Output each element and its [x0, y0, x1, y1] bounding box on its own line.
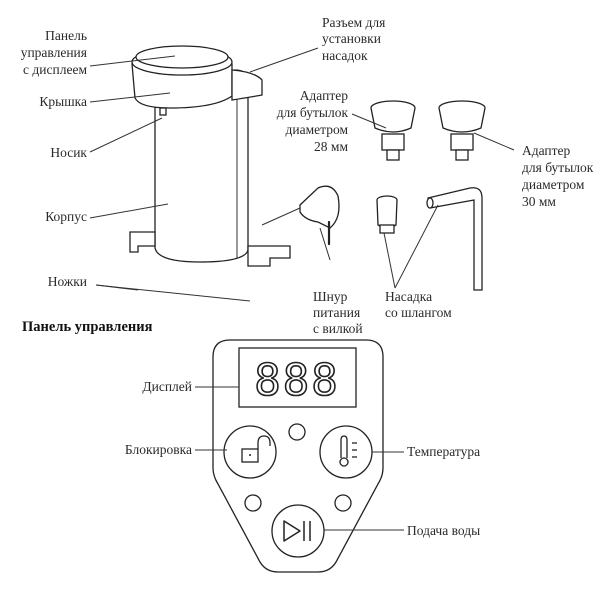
indicator-led — [288, 423, 306, 441]
water-supply-button[interactable] — [271, 504, 325, 558]
foot-left — [129, 231, 156, 253]
label-control-panel: Панель — [45, 28, 87, 43]
indicator-led — [334, 494, 352, 512]
label-power-cord: Шнур — [313, 289, 348, 304]
label-adapter-30: диаметром — [522, 177, 585, 192]
label-temperature: Температура — [407, 444, 480, 459]
label-lid: Крышка — [39, 94, 87, 109]
lock-open-icon — [241, 435, 271, 463]
label-connector: насадок — [322, 48, 368, 63]
spout — [159, 107, 167, 116]
label-adapter-30: для бутылок — [522, 160, 594, 175]
label-adapter-28: для бутылок — [277, 105, 349, 120]
label-lock: Блокировка — [125, 442, 192, 457]
label-connector: установки — [322, 31, 381, 46]
label-control-panel: управления — [21, 45, 87, 60]
display — [238, 347, 357, 408]
label-display: Дисплей — [142, 379, 192, 394]
power-plug — [299, 185, 340, 229]
hose-nozzle-illustration — [376, 187, 483, 291]
adapter-28-illustration — [370, 100, 416, 161]
control-panel: 888 — [195, 339, 404, 573]
display-digits: 888 — [254, 355, 339, 406]
label-power-cord: с вилкой — [313, 321, 363, 336]
lock-button[interactable] — [223, 425, 277, 479]
foot-right — [247, 245, 291, 267]
label-adapter-28: диаметром — [286, 122, 349, 137]
indicator-led — [244, 494, 262, 512]
label-spout: Носик — [50, 145, 87, 160]
play-pause-icon — [283, 520, 311, 542]
attachment-connector — [231, 69, 263, 101]
adapter-30-illustration — [438, 100, 486, 161]
label-hose-nozzle: Насадка — [385, 289, 432, 304]
label-body: Корпус — [45, 209, 87, 224]
label-hose-nozzle: со шлангом — [385, 305, 452, 320]
dispenser-illustration — [129, 45, 340, 267]
label-connector: Разъем для — [322, 15, 385, 30]
dispenser-lid — [131, 63, 233, 109]
label-power-cord: питания — [313, 305, 360, 320]
thermometer-icon — [339, 435, 357, 467]
label-adapter-30: 30 мм — [522, 194, 556, 209]
label-feet: Ножки — [48, 274, 87, 289]
temperature-button[interactable] — [319, 425, 373, 479]
label-control-panel: с дисплеем — [23, 62, 87, 77]
label-adapter-28: Адаптер — [300, 88, 349, 103]
panel-section-title: Панель управления — [22, 319, 153, 335]
label-adapter-28: 28 мм — [314, 139, 348, 154]
leader-lines — [89, 47, 515, 302]
label-adapter-30: Адаптер — [522, 143, 571, 158]
label-water-supply: Подача воды — [407, 523, 480, 538]
